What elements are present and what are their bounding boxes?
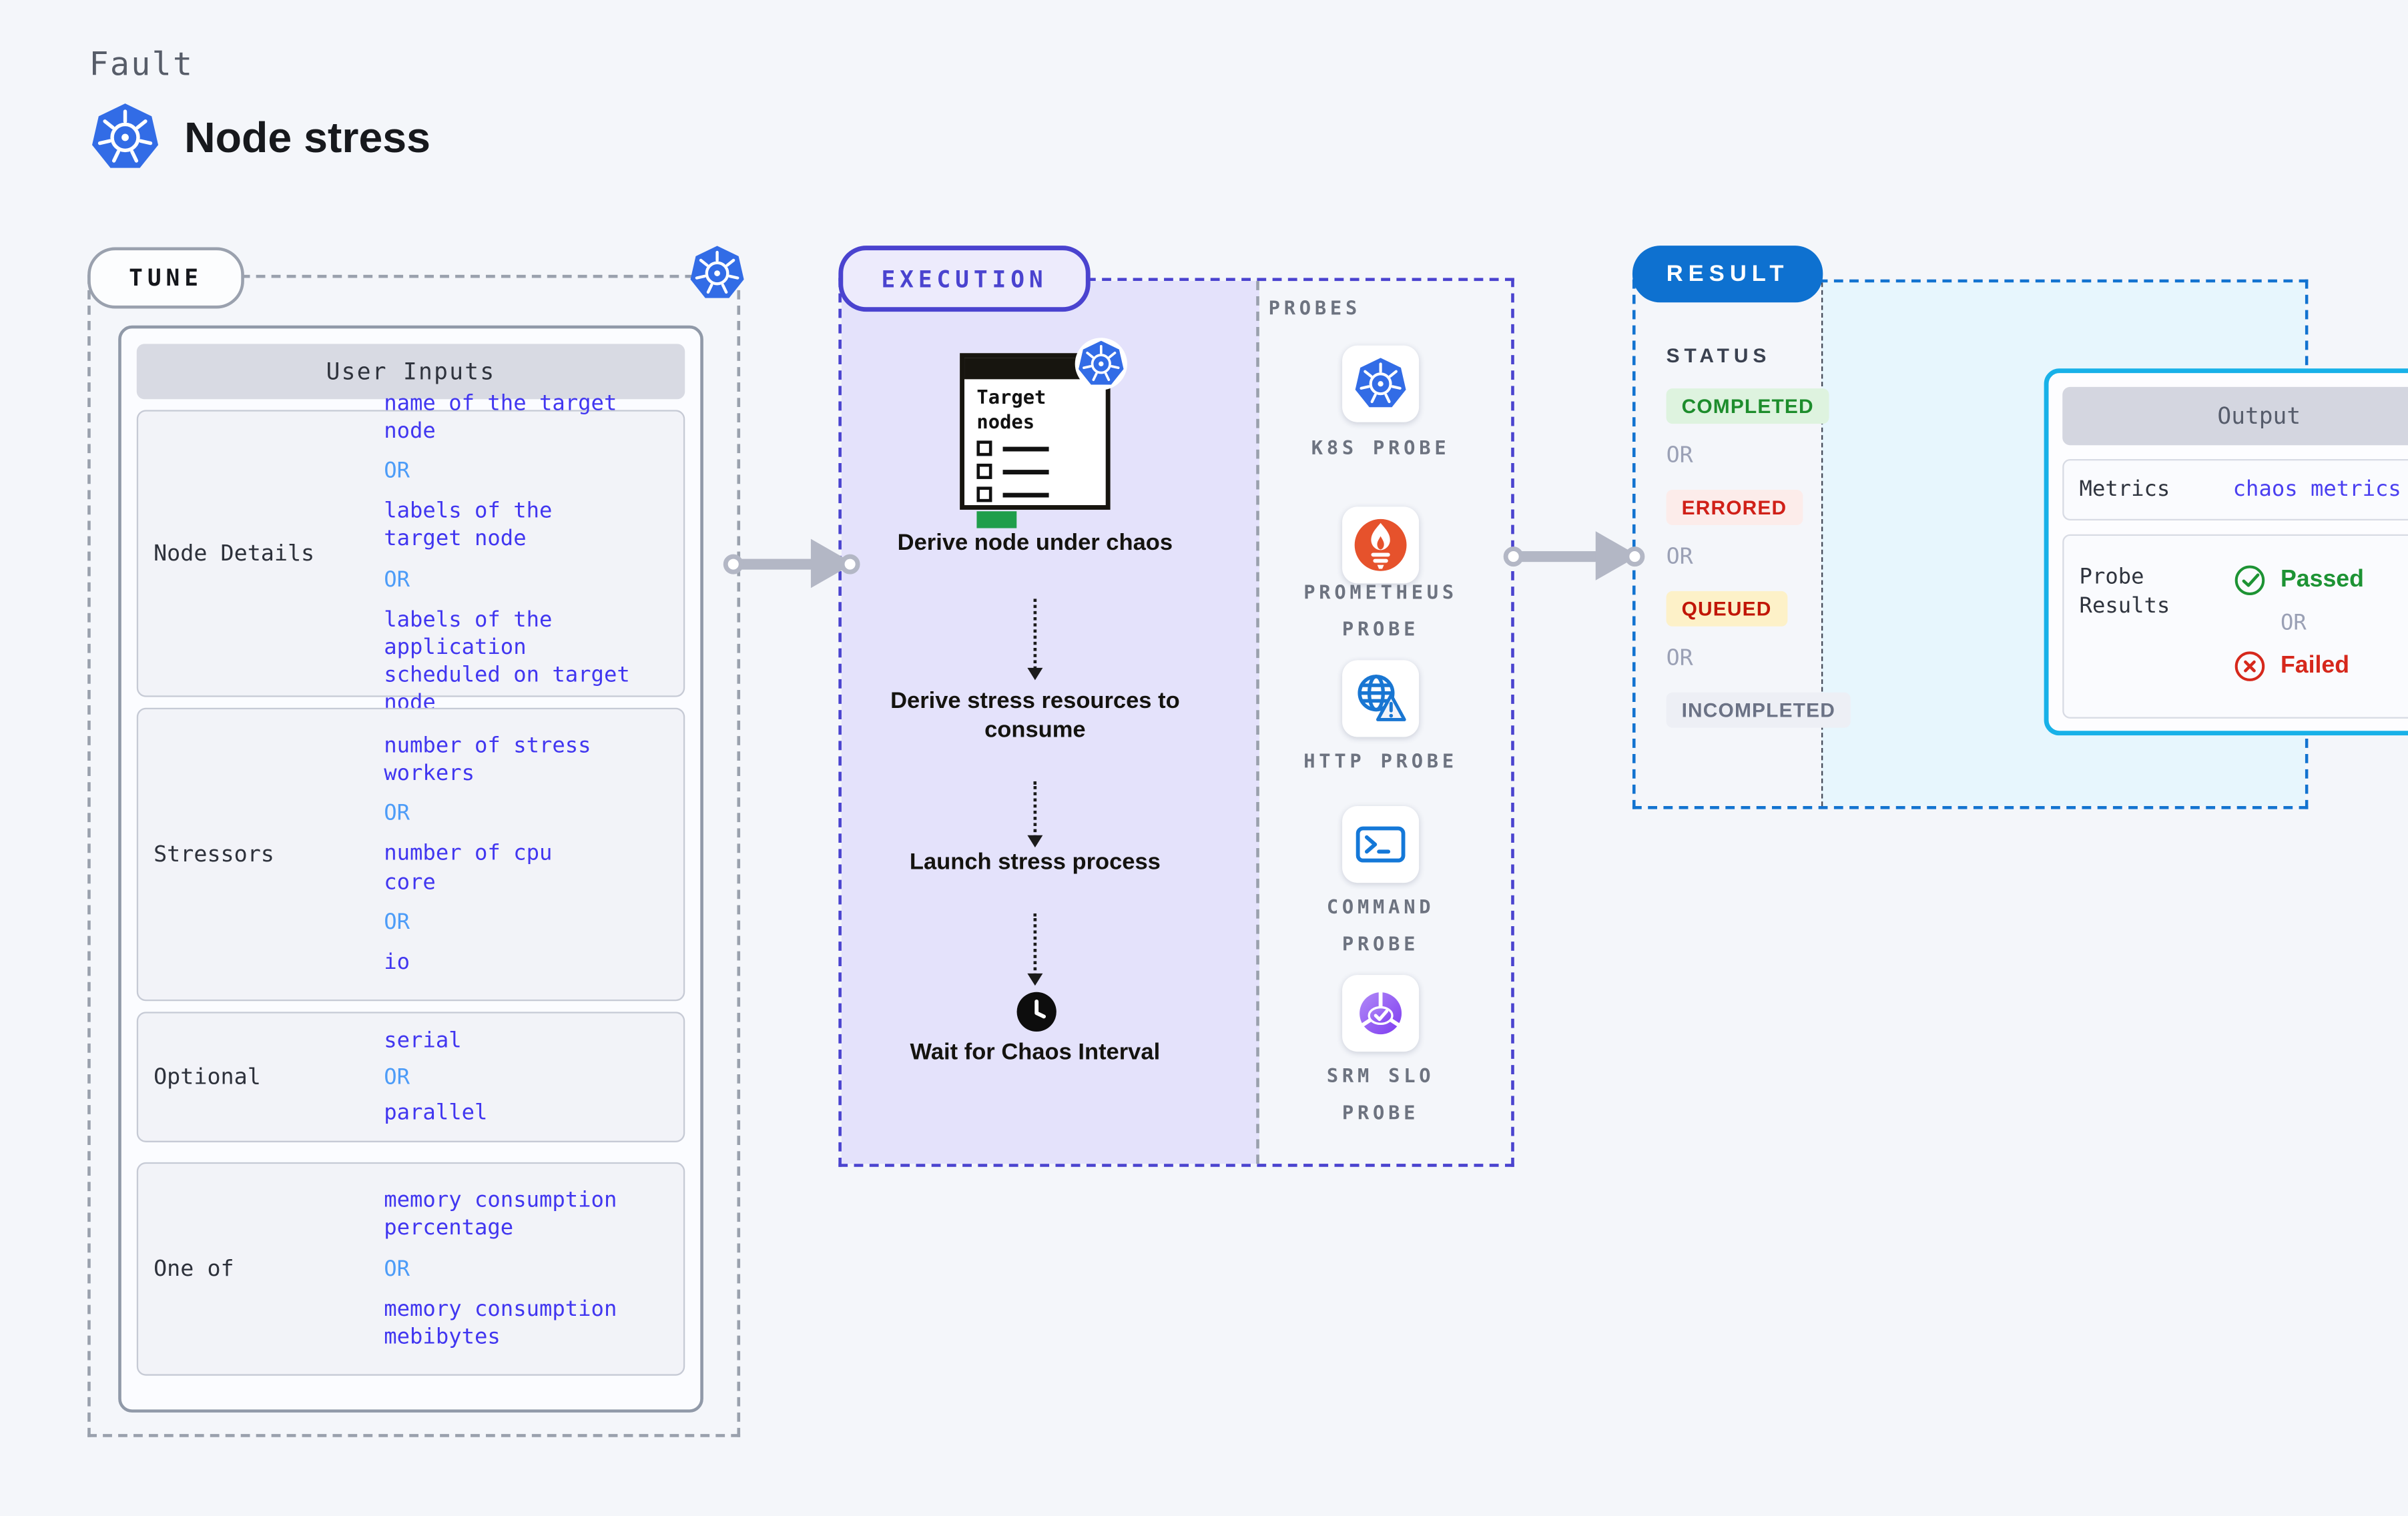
table-row-optional: Optional serial OR parallel — [136, 1012, 685, 1142]
probe-card-srm-slo — [1342, 975, 1420, 1052]
probe-card-command — [1342, 806, 1420, 883]
output-area: Output Metrics chaos metrics Probe Resul… — [1821, 282, 2408, 807]
tune-section-boundary — [87, 274, 741, 1437]
metrics-label: Metrics — [2079, 476, 2170, 502]
kubernetes-badge-icon — [1075, 338, 1127, 390]
probe-label: SRM SLO PROBE — [1326, 1064, 1435, 1124]
probe-label: COMMAND PROBE — [1326, 895, 1435, 955]
result-section-boundary: Output Metrics chaos metrics Probe Resul… — [1632, 279, 2408, 809]
or-separator: OR — [2280, 611, 2307, 636]
output-card: Output Metrics chaos metrics Probe Resul… — [2044, 368, 2408, 736]
arrow-end-dot — [1624, 546, 1645, 566]
kubernetes-icon — [89, 101, 161, 173]
page-title: Node stress — [184, 113, 430, 161]
tune-to-execution-arrow — [723, 536, 860, 591]
kubernetes-icon — [1353, 356, 1408, 412]
probe-card-http — [1342, 660, 1420, 737]
progress-bar — [976, 511, 1017, 529]
output-header: Output — [2062, 386, 2408, 446]
row-value: name of the target node — [384, 391, 617, 444]
execution-tag: EXECUTION — [838, 246, 1091, 312]
probe-results-row: Probe Results Passed OR Failed — [2062, 534, 2408, 719]
status-badge-incompleted: INCOMPLETED — [1666, 692, 1851, 728]
or-separator: OR — [1666, 646, 1693, 671]
probe-card-k8s — [1342, 345, 1420, 422]
row-value: number of stress workers — [384, 733, 591, 787]
flow-step: Wait for Chaos Interval — [910, 1039, 1161, 1066]
row-label: Optional — [154, 1064, 261, 1090]
checkbox-icon — [976, 464, 992, 480]
probe-label: PROMETHEUS PROBE — [1303, 580, 1458, 640]
row-value: io — [384, 950, 410, 975]
row-value: labels of the target node — [384, 499, 553, 552]
arrow-end-dot — [840, 553, 860, 574]
arrow-start-dot — [1503, 546, 1524, 566]
or-separator: OR — [384, 567, 410, 593]
clock-icon — [1015, 990, 1058, 1033]
result-tag: RESULT — [1632, 246, 1823, 303]
tune-tag: TUNE — [87, 247, 244, 309]
row-label: Stressors — [154, 842, 274, 867]
failed-label: Failed — [2280, 652, 2350, 679]
probe-results-label: Probe Results — [2079, 564, 2170, 619]
terminal-icon — [1353, 817, 1408, 872]
or-separator: OR — [1666, 544, 1693, 570]
probe-label: HTTP PROBE — [1303, 749, 1458, 773]
list-line — [1002, 446, 1049, 451]
row-value: memory consumption mebibytes — [384, 1296, 617, 1349]
status-label: STATUS — [1666, 344, 1771, 367]
flow-connector — [1027, 913, 1043, 986]
status-column: STATUS COMPLETED OR ERRORED OR QUEUED OR… — [1666, 282, 1851, 728]
row-value: labels of the application scheduled on t… — [384, 607, 630, 716]
flow-step: Launch stress process — [909, 849, 1161, 875]
prometheus-icon — [1353, 517, 1408, 573]
probes-to-result-arrow — [1503, 528, 1645, 584]
row-value: serial — [384, 1029, 462, 1054]
table-row-one-of: One of memory consumption percentage OR … — [136, 1162, 685, 1376]
page-header: Node stress — [89, 101, 430, 173]
arrow-start-dot — [723, 553, 743, 574]
probes-section-label: PROBES — [1268, 296, 1362, 320]
row-value: number of cpu core — [384, 841, 553, 895]
kubernetes-icon — [688, 244, 746, 302]
checkbox-icon — [976, 440, 992, 456]
or-separator: OR — [384, 909, 410, 935]
or-separator: OR — [384, 459, 410, 484]
clipboard-title: Target nodes — [976, 385, 1046, 433]
table-row-stressors: Stressors number of stress workers OR nu… — [136, 707, 685, 1002]
probe-label: K8S PROBE — [1311, 436, 1450, 459]
http-globe-warning-icon — [1353, 671, 1408, 727]
list-line — [1002, 492, 1049, 497]
or-separator: OR — [1666, 443, 1693, 468]
passed-label: Passed — [2280, 566, 2364, 593]
fault-eyebrow: Fault — [89, 46, 194, 83]
checkbox-icon — [976, 486, 992, 503]
slo-pie-check-icon — [1353, 986, 1408, 1041]
probe-card-prometheus — [1342, 506, 1420, 584]
table-row-node-details: Node Details name of the target node OR … — [136, 391, 685, 715]
arrow-shaft — [1520, 550, 1599, 562]
user-inputs-table: User Inputs Node Details name of the tar… — [118, 325, 703, 1413]
row-value: parallel — [384, 1100, 488, 1125]
list-line — [1002, 470, 1049, 474]
row-label: One of — [154, 1256, 234, 1282]
or-separator: OR — [384, 802, 410, 827]
flow-step: Derive node under chaos — [897, 529, 1173, 556]
flow-connector — [1027, 599, 1043, 681]
metrics-row: Metrics chaos metrics — [2062, 458, 2408, 521]
or-separator: OR — [384, 1064, 410, 1090]
x-circle-icon — [2233, 649, 2267, 683]
or-separator: OR — [384, 1256, 410, 1282]
flow-connector — [1027, 781, 1043, 848]
status-badge-errored: ERRORED — [1666, 490, 1803, 525]
arrow-shaft — [740, 558, 814, 569]
status-badge-queued: QUEUED — [1666, 591, 1787, 627]
user-inputs-header: User Inputs — [136, 344, 685, 400]
flow-step: Derive stress resources to consume — [890, 687, 1180, 743]
row-value: memory consumption percentage — [384, 1188, 617, 1241]
check-circle-icon — [2233, 563, 2267, 597]
metrics-value: chaos metrics — [2232, 477, 2401, 502]
row-label: Node Details — [154, 541, 315, 566]
status-badge-completed: COMPLETED — [1666, 388, 1829, 424]
